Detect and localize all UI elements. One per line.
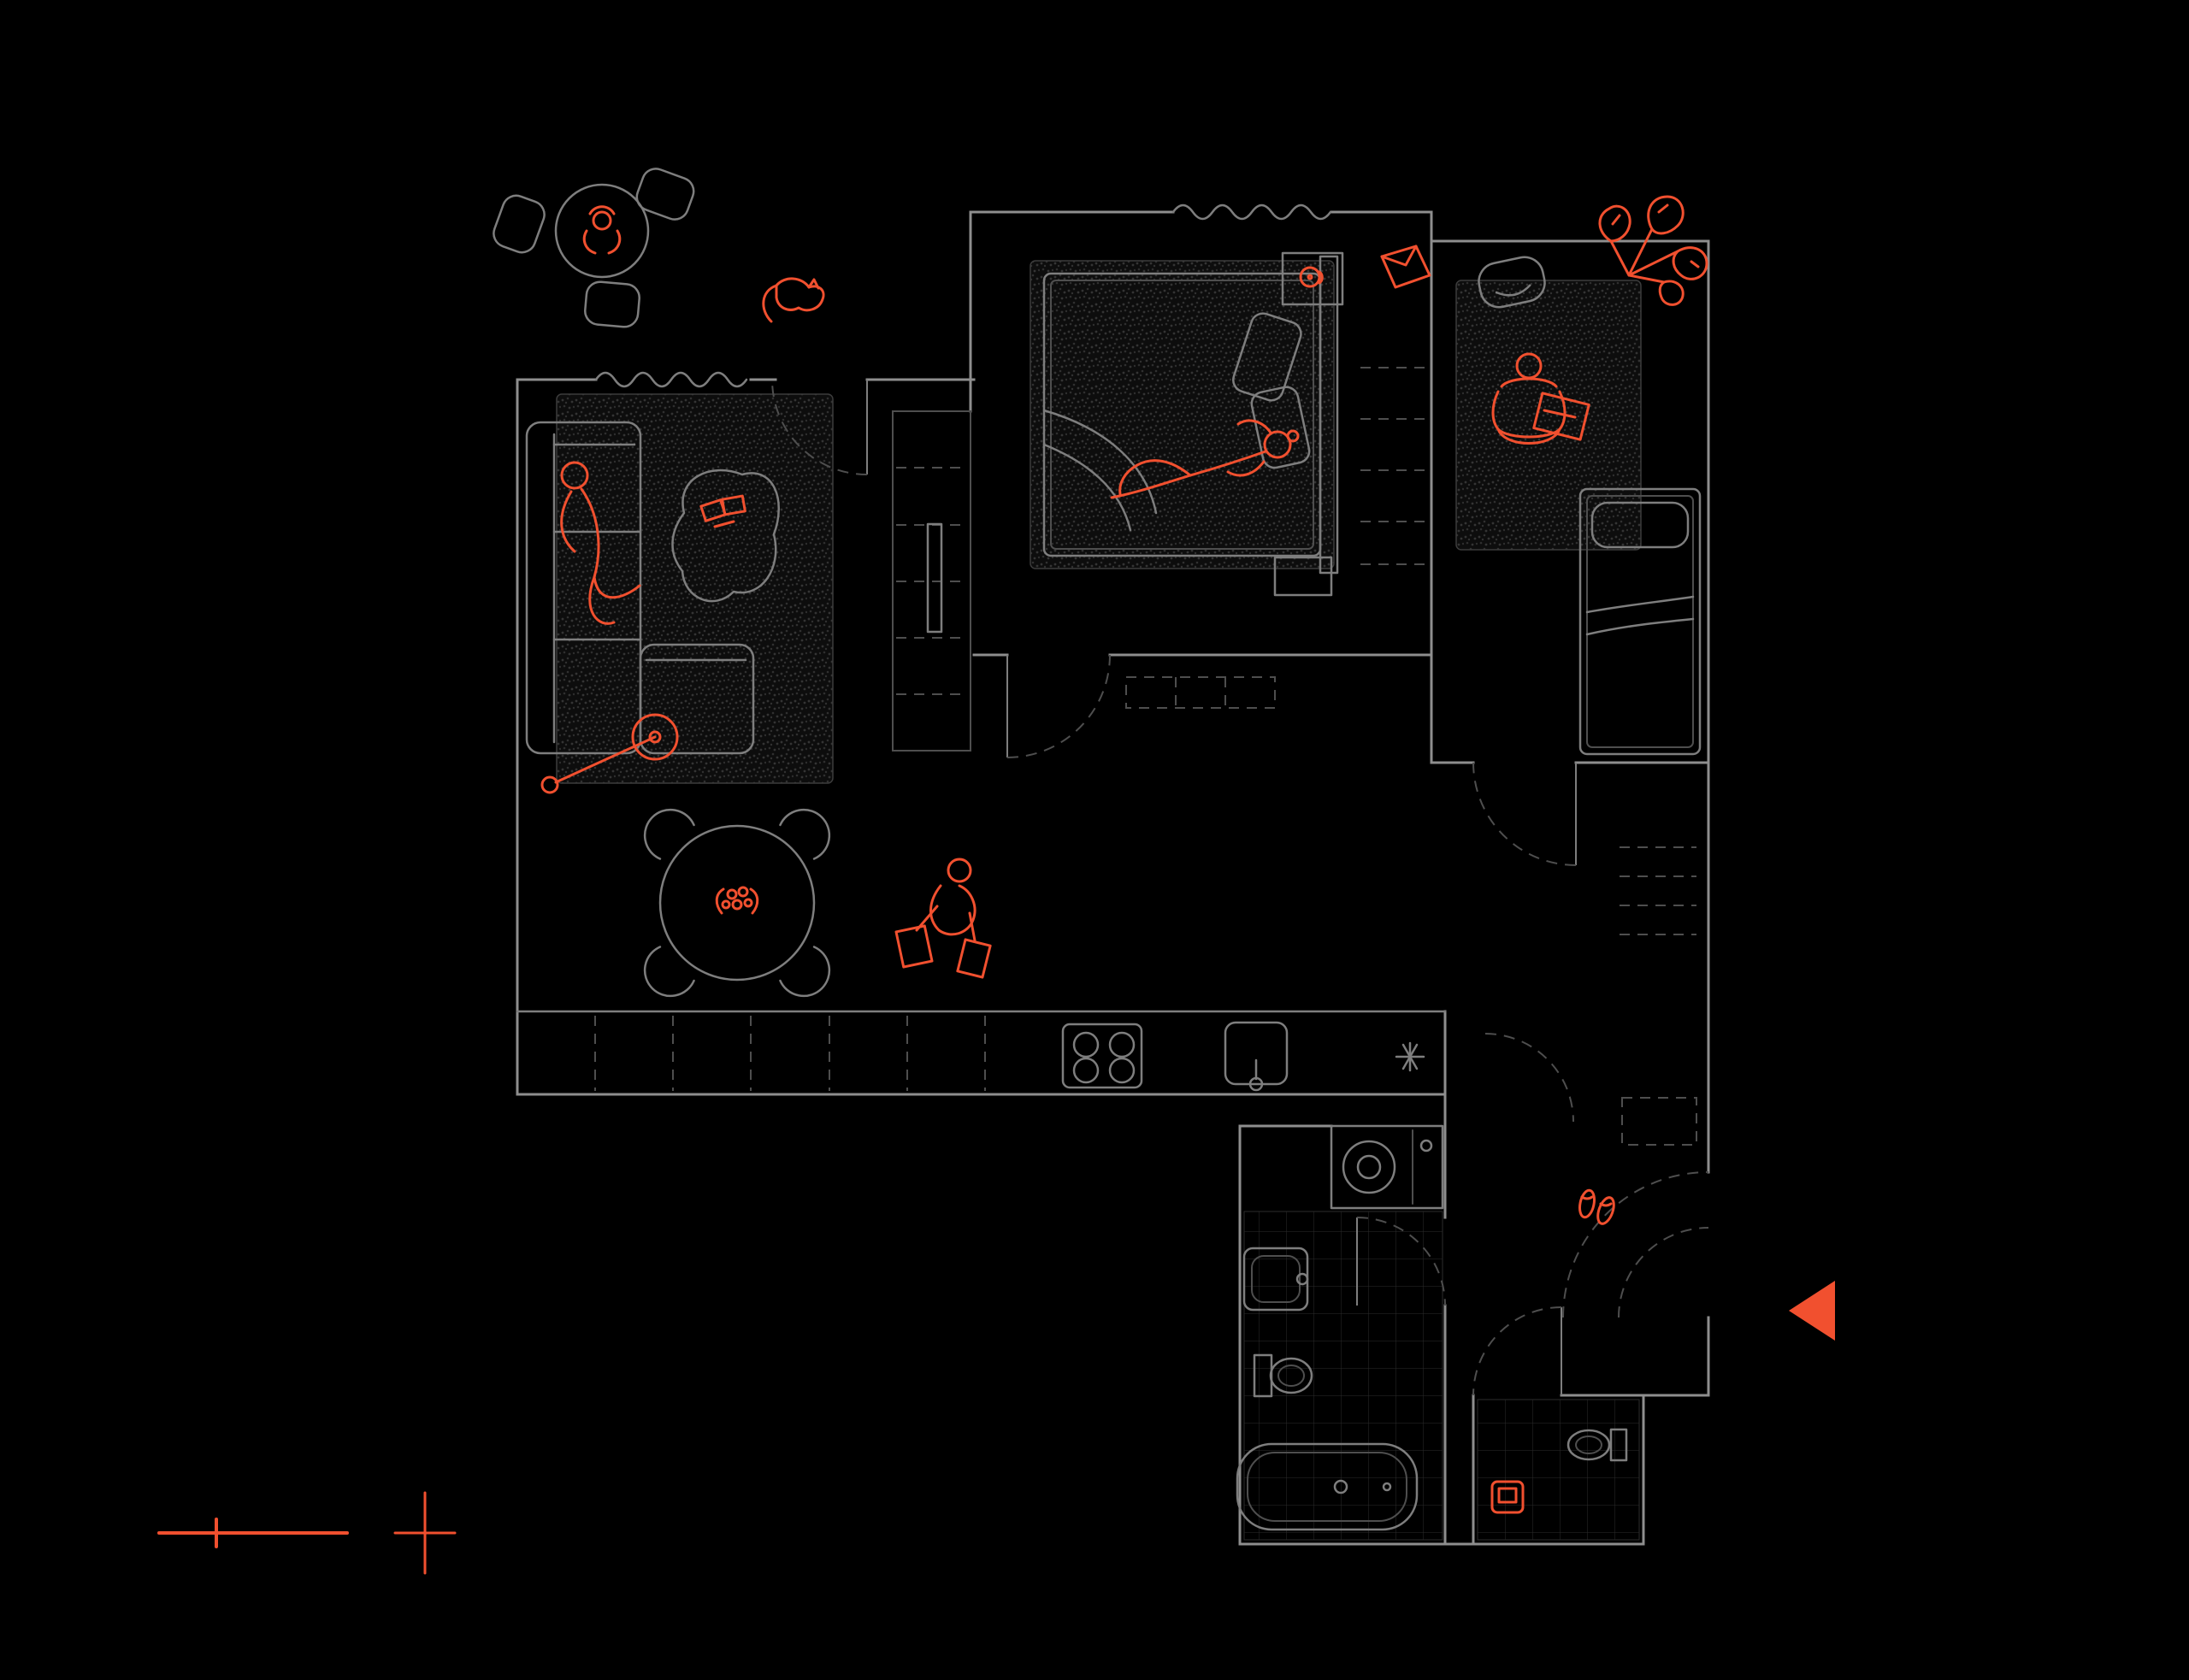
armchair xyxy=(1478,256,1546,309)
kitchen xyxy=(516,1010,1447,1092)
kitchen-sink xyxy=(1224,1021,1289,1092)
living-room-curtain xyxy=(594,371,748,388)
person-walking-with-bags xyxy=(894,858,992,979)
step-stool xyxy=(1490,1480,1525,1514)
dining-chair-4 xyxy=(779,946,831,998)
arc-floor-lamp xyxy=(540,713,679,794)
bedroom-rug xyxy=(1030,260,1335,569)
person-lying-on-sofa xyxy=(560,461,641,625)
study-room-rug xyxy=(1455,280,1642,551)
cat xyxy=(762,277,825,323)
headboard xyxy=(1319,255,1339,575)
blanket-fold-1 xyxy=(1042,409,1158,515)
study-room xyxy=(1478,195,1708,1146)
living-bedroom-door-swing xyxy=(771,379,868,475)
blanket-fold-2 xyxy=(1042,443,1132,532)
doors xyxy=(771,379,1709,1396)
bedroom-study-walls xyxy=(969,210,1710,1174)
bathroom-wc-walls xyxy=(1238,1093,1710,1546)
entrance-door-swing-outer xyxy=(1562,1171,1709,1318)
hallway xyxy=(1578,1188,1835,1341)
wc-toilet xyxy=(1567,1428,1628,1462)
dining-table xyxy=(658,824,816,981)
living-room-walls xyxy=(516,378,976,1096)
dining-chairs xyxy=(643,808,831,998)
balcony-chair-1 xyxy=(635,168,695,221)
paper-bag xyxy=(1380,245,1431,289)
daybed-pillow xyxy=(1590,501,1690,549)
nightstand xyxy=(1281,251,1344,306)
orientation-cross xyxy=(393,1491,457,1575)
bathroom-toilet xyxy=(1253,1353,1313,1398)
wardrobe-mirror xyxy=(926,522,943,634)
dining-chair-3 xyxy=(643,946,695,998)
hall-walls xyxy=(972,653,1710,764)
wc xyxy=(1490,1428,1628,1514)
person-at-balcony-table xyxy=(582,205,622,255)
coffee-table xyxy=(671,469,780,603)
vent-asterisk xyxy=(1395,1041,1425,1072)
bedroom-hall-door-swing xyxy=(1006,654,1111,758)
bathroom-door-swing xyxy=(1356,1217,1446,1306)
bedroom-closet-shelves xyxy=(1360,367,1426,565)
wc-tiled-floor xyxy=(1477,1399,1640,1541)
pillow-2 xyxy=(1250,386,1311,469)
balcony-set xyxy=(493,168,695,328)
person-sitting-with-tablet xyxy=(1491,352,1590,445)
double-bed xyxy=(1042,255,1339,575)
bed-bench xyxy=(1273,556,1333,597)
washing-machine xyxy=(1330,1124,1444,1210)
walls xyxy=(516,210,1710,1546)
armchair-seat-line xyxy=(1495,284,1531,297)
scale-bar xyxy=(157,1518,349,1548)
living-room xyxy=(525,277,825,794)
hall-shelf-unit xyxy=(1620,846,1697,1146)
bedroom-wardrobe xyxy=(892,410,971,752)
bathroom-tiled-floor xyxy=(1243,1211,1443,1541)
corridor-door-swing xyxy=(1484,1033,1574,1123)
monstera-plant xyxy=(1598,195,1708,306)
entrance-door-swing-inner xyxy=(1618,1227,1709,1318)
hall-sliding-wardrobe xyxy=(1125,676,1276,709)
washbasin xyxy=(1242,1247,1309,1312)
magazine-on-table xyxy=(699,494,746,528)
upper-cabinets xyxy=(594,1016,986,1091)
balcony-chair-2 xyxy=(584,280,640,328)
bistro-table xyxy=(554,183,650,279)
person-lying-on-bed xyxy=(1110,419,1300,499)
sectional-sofa xyxy=(525,421,755,755)
plant-centerpiece xyxy=(715,886,759,915)
slippers xyxy=(1578,1188,1615,1225)
dining-chair-2 xyxy=(779,808,831,860)
study-hall-door-swing xyxy=(1472,762,1577,866)
mug-on-nightstand xyxy=(1299,266,1324,288)
wc-door-swing xyxy=(1472,1306,1562,1396)
daybed xyxy=(1578,487,1702,756)
dining-chair-1 xyxy=(643,808,695,860)
living-room-rug xyxy=(556,393,834,784)
bedroom-curtain xyxy=(1171,203,1332,221)
kitchen-walls xyxy=(516,1010,1447,1096)
dining-area xyxy=(643,808,992,998)
balcony-chair-3 xyxy=(493,194,546,254)
cooktop xyxy=(1061,1023,1143,1089)
entrance-arrow xyxy=(1789,1281,1835,1341)
bedroom xyxy=(892,245,1431,752)
bathtub xyxy=(1236,1442,1419,1531)
bathroom xyxy=(1236,1124,1444,1531)
